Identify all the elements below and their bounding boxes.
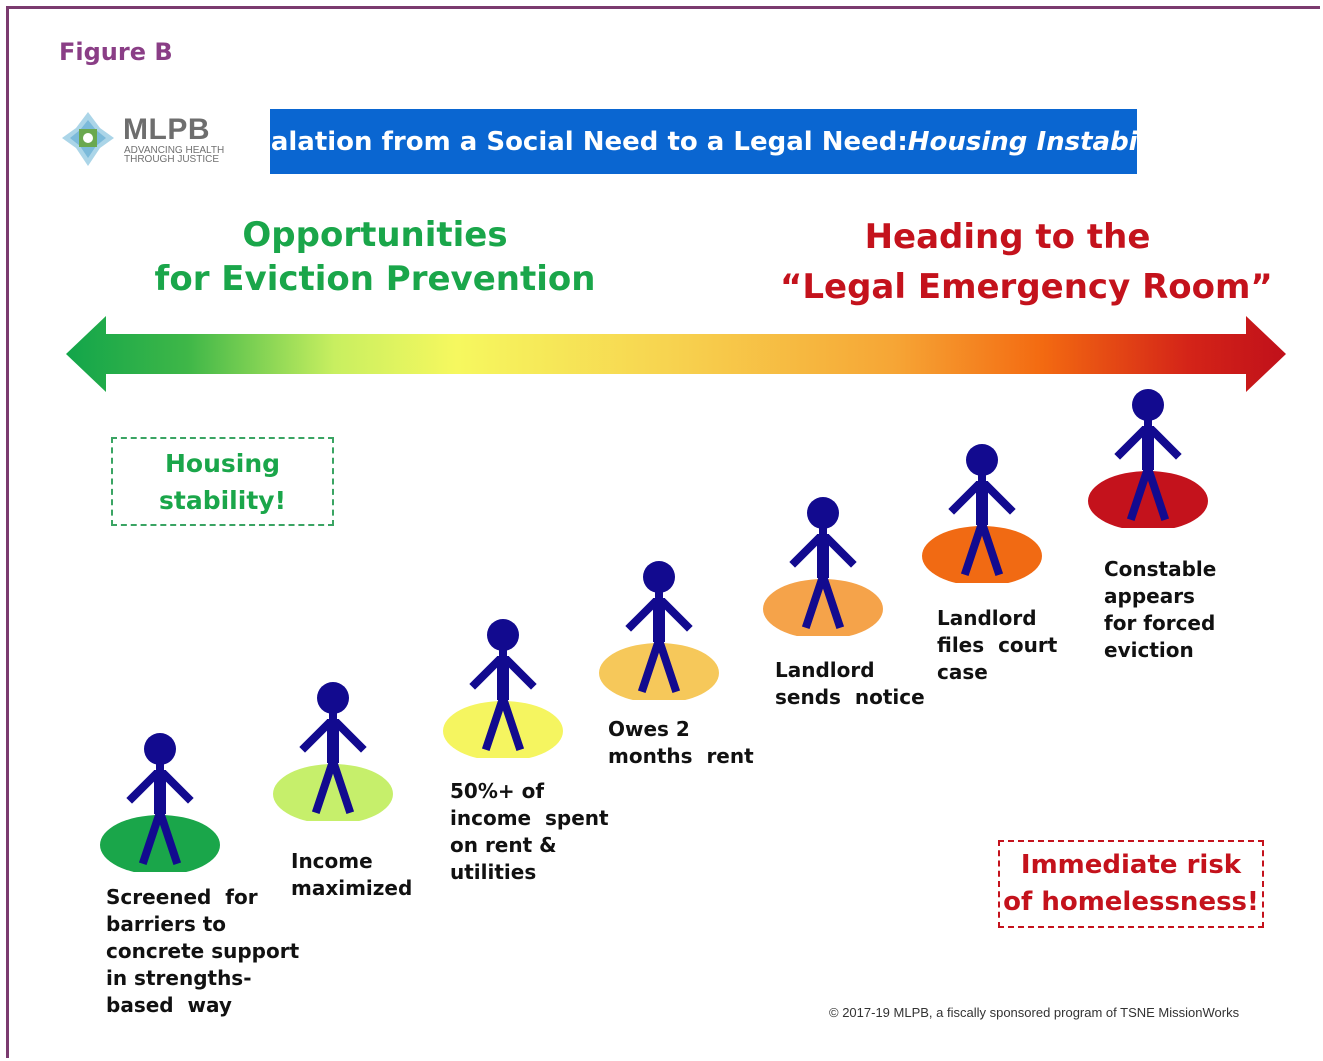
heading-legal-er: Heading to the “Legal Emergency Room”	[780, 212, 1273, 312]
step-3-caption: 50%+ of income spent on rent & utilities	[450, 779, 609, 884]
figure-frame	[6, 6, 1320, 1058]
escalation-arrow	[66, 316, 1286, 392]
heading-left-line-1: Opportunities	[242, 215, 508, 255]
step-7-person-head	[1132, 389, 1164, 421]
step-6-person-head	[966, 444, 998, 476]
step-3-disc	[443, 701, 563, 758]
homelessness-risk-box: Immediate risk of homelessness!	[998, 840, 1264, 928]
title-italic: Housing Instability	[907, 126, 1185, 157]
homelessness-risk-line-2: of homelessness!	[1003, 887, 1259, 917]
title-main: Escalation from a Social Need to a Legal…	[222, 126, 908, 157]
step-4-figure	[599, 561, 719, 700]
step-7-disc	[1088, 471, 1208, 528]
step-6-figure	[922, 444, 1042, 583]
step-2-person-head	[317, 682, 349, 714]
title-banner: Escalation from a Social Need to a Legal…	[222, 109, 1185, 174]
step-3-figure	[443, 619, 563, 758]
mlpb-logo	[62, 112, 114, 166]
step-3-person-head	[487, 619, 519, 651]
step-1-person-head	[144, 733, 176, 765]
step-5-figure	[763, 497, 883, 636]
heading-opportunities: Opportunities for Eviction Prevention	[140, 213, 610, 301]
step-4-caption: Owes 2 months rent	[608, 717, 754, 768]
step-6-disc	[922, 526, 1042, 583]
housing-stability-line-2: stability!	[159, 485, 286, 515]
step-2-disc	[273, 764, 393, 821]
logo-tagline-line-1: ADVANCING HEALTH	[124, 145, 225, 156]
step-7-caption: Constable appears for forced eviction	[1104, 557, 1217, 662]
step-1-caption: Screened for barriers to concrete suppor…	[106, 885, 300, 1017]
step-1-disc	[100, 815, 220, 872]
figure-label: Figure B	[59, 38, 173, 66]
heading-left-line-2: for Eviction Prevention	[154, 259, 596, 299]
step-4-disc	[599, 643, 719, 700]
step-2-figure	[273, 682, 393, 821]
housing-stability-box: Housing stability!	[111, 437, 334, 526]
step-5-disc	[763, 579, 883, 636]
copyright-notice: © 2017-19 MLPB, a fiscally sponsored pro…	[829, 1005, 1240, 1020]
step-4-person-head	[643, 561, 675, 593]
housing-stability-line-1: Housing	[164, 448, 281, 478]
step-5-caption: Landlord sends notice	[775, 658, 925, 709]
logo-tagline-line-2: THROUGH JUSTICE	[124, 154, 219, 165]
step-5-person-head	[807, 497, 839, 529]
heading-right-line-1: Heading to the	[864, 217, 1151, 257]
step-6-caption: Landlord files court case	[937, 606, 1058, 684]
homelessness-risk-line-1: Immediate risk	[1020, 850, 1242, 880]
logo-name: MLPB	[123, 113, 210, 146]
logo-tagline: ADVANCING HEALTH THROUGH JUSTICE	[124, 145, 244, 165]
step-1-figure	[100, 733, 220, 872]
step-7-figure	[1088, 389, 1208, 528]
heading-right-line-2: “Legal Emergency Room”	[780, 267, 1273, 307]
step-2-caption: Income maximized	[291, 849, 413, 900]
